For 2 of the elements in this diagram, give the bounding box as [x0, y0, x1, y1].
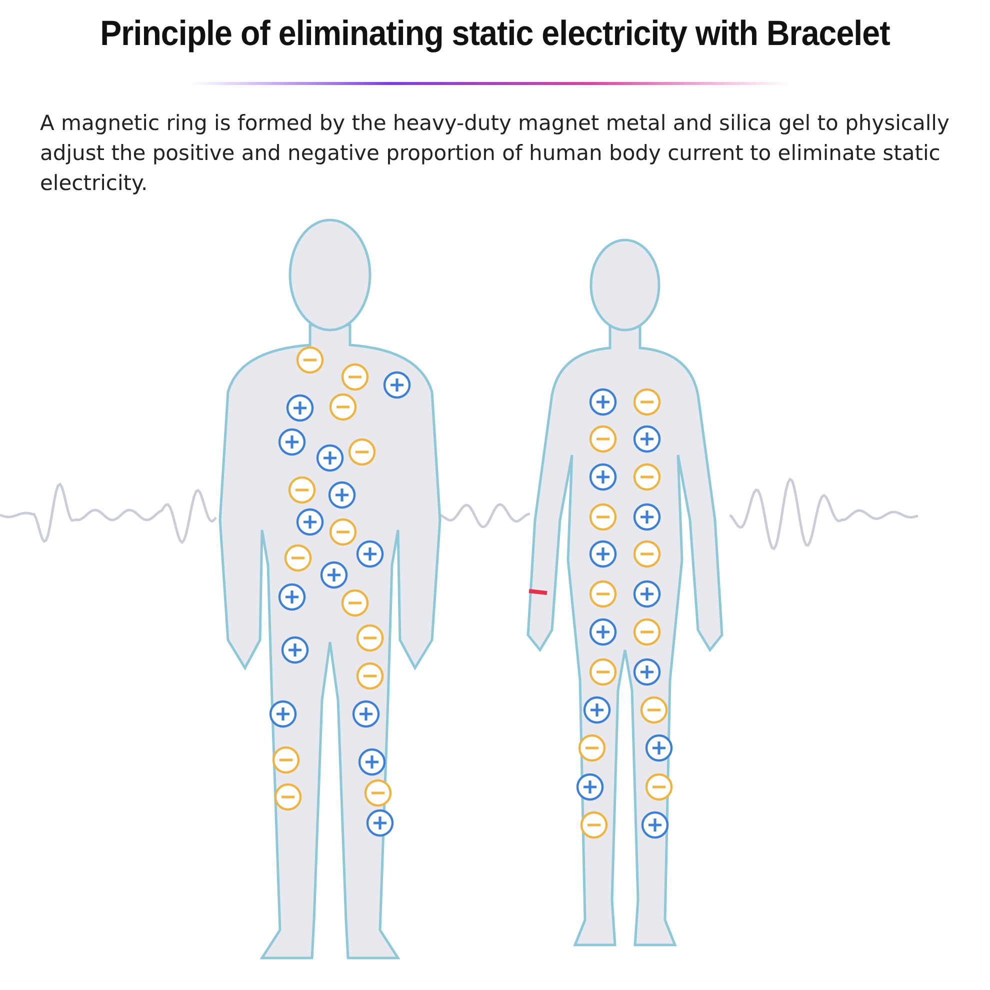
title: Principle of eliminating static electricity with Bracelet [100, 14, 890, 54]
description-text: A magnetic ring is formed by the heavy-duty magnet metal and silica gel to physically adjust the positive and negative proportion of human body current to eliminate static electricity. [40, 110, 950, 197]
